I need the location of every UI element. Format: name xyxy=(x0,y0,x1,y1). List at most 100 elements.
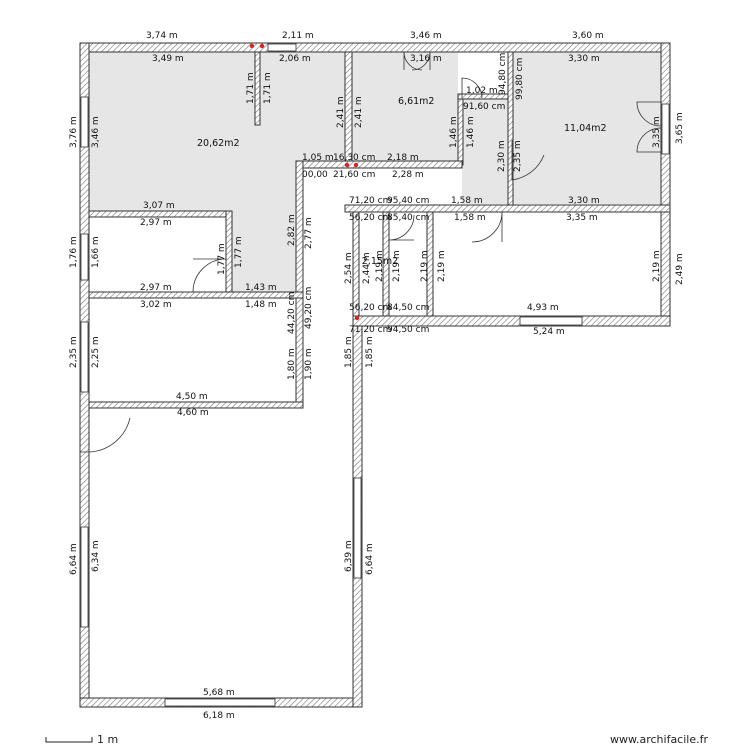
window-left-upper xyxy=(80,96,89,148)
door-small-room xyxy=(388,214,415,241)
dim-label: 2,19 m xyxy=(375,250,385,282)
dim-label: 3,16 m xyxy=(410,54,442,64)
dim-label: 2,30 m xyxy=(497,140,507,172)
corridor-floor xyxy=(462,98,508,204)
dim-label: 95,40 cm xyxy=(387,196,429,206)
dim-label: 1,71 m xyxy=(246,72,256,104)
dim-label: 2,35 m xyxy=(69,336,79,368)
dim-label: 3,60 m xyxy=(572,31,604,41)
dim-label: 2,25 m xyxy=(91,336,101,368)
wall-partition-right xyxy=(507,51,514,213)
dim-label: 49,20 cm xyxy=(304,287,314,329)
dim-label: 2,41 m xyxy=(354,96,364,128)
dim-label: 2,19 m xyxy=(392,250,402,282)
dim-label: 6,64 m xyxy=(69,543,79,575)
dim-label: 1,80 m xyxy=(287,348,297,380)
dim-label: 3,46 m xyxy=(91,116,101,148)
dim-label: 16,30 cm xyxy=(333,153,375,163)
dim-label: 1,71 m xyxy=(263,72,273,104)
windows xyxy=(80,43,670,707)
dim-label: 56,20 cm xyxy=(349,213,391,223)
dim-label: 2,19 m xyxy=(420,250,430,282)
dim-label: 2,49 m xyxy=(675,253,685,285)
dimensions-vertical: 3,76 m 3,46 m 1,71 m 1,71 m 2,41 m 2,41 … xyxy=(69,53,685,575)
door-top-middle xyxy=(403,51,431,71)
dim-label: 21,60 cm xyxy=(333,170,375,180)
area-living: 20,62m2 xyxy=(197,138,240,149)
wall-corridor-top xyxy=(457,93,509,100)
door-room-top-right xyxy=(511,140,545,181)
living-area-floor xyxy=(89,52,348,297)
floor-fills xyxy=(89,52,661,297)
door-bottom-right-room xyxy=(471,211,503,243)
door-left-room xyxy=(192,258,227,293)
window-bottom-right xyxy=(519,316,583,326)
scale-label: 1 m xyxy=(97,733,118,746)
dim-label: 2,06 m xyxy=(279,54,311,64)
marker-red-2 xyxy=(259,43,265,49)
window-right-lower-wing xyxy=(353,477,362,579)
dim-label: 6,64 m xyxy=(365,543,375,575)
room-top-middle-floor xyxy=(352,52,458,164)
dim-label: 3,02 m xyxy=(140,300,172,310)
brand-label: www.archifacile.fr xyxy=(610,733,708,746)
dim-label: 94,80 cm xyxy=(498,53,508,95)
wall-under-rooms-right xyxy=(344,204,671,213)
doors xyxy=(79,51,662,453)
dim-label: 1,76 m xyxy=(69,236,79,268)
wall-small-room-a xyxy=(382,211,390,317)
dim-label: 56,20 cm xyxy=(349,303,391,313)
wall-small-room-b xyxy=(426,211,434,317)
wall-partition-top-mid xyxy=(344,51,353,166)
dim-label: 2,11 m xyxy=(282,31,314,41)
room-top-right-floor xyxy=(512,52,661,204)
door-right-french xyxy=(636,101,662,153)
dim-label: 2,41 m xyxy=(336,96,346,128)
dim-label: 3,65 m xyxy=(675,112,685,144)
window-left-bottom xyxy=(80,526,89,628)
dim-label: 3,07 m xyxy=(143,201,175,211)
dim-label: 4,50 m xyxy=(176,392,208,402)
dim-label: 2,54 m xyxy=(344,252,354,284)
dim-label: 44,20 cm xyxy=(287,292,297,334)
area-top-middle: 6,61m2 xyxy=(398,96,434,107)
wall-small-room-left xyxy=(352,211,360,317)
dim-label: 3,35 m xyxy=(652,116,662,148)
marker-red-1 xyxy=(249,43,255,49)
dim-label: 84,50 cm xyxy=(387,303,429,313)
door-corridor xyxy=(461,77,483,99)
window-left-mid xyxy=(80,233,89,281)
dim-label: 2,77 m xyxy=(304,217,314,249)
wall-stub-top xyxy=(254,51,261,126)
dim-label: 6,18 m xyxy=(203,711,235,721)
dim-label: 2,19 m xyxy=(652,250,662,282)
window-right-room xyxy=(661,103,670,155)
dim-label: 1,43 m xyxy=(245,283,277,293)
dim-label: 1,02 m xyxy=(466,86,498,96)
dim-label: 4,93 m xyxy=(527,303,559,313)
markers xyxy=(249,43,360,321)
wall-living-step-v xyxy=(295,160,304,408)
wall-right-main xyxy=(660,42,671,327)
dimensions-horizontal: 3,74 m 3,49 m 2,11 m 2,06 m 3,46 m 3,16 … xyxy=(140,31,604,721)
area-small: 2,15m2 xyxy=(362,256,398,267)
dim-label: 2,18 m xyxy=(387,153,419,163)
wall-top xyxy=(79,42,671,53)
dim-label: 85,40 cm xyxy=(387,213,429,223)
dim-label: 3,30 m xyxy=(568,54,600,64)
dim-label: 1,85 m xyxy=(344,336,354,368)
dim-label: 94,50 cm xyxy=(387,325,429,335)
dim-label: 3,46 m xyxy=(410,31,442,41)
dim-label: 1,90 m xyxy=(304,348,314,380)
footer: 1 m www.archifacile.fr xyxy=(45,733,708,746)
wall-left-room-top xyxy=(88,210,233,218)
scale-bar xyxy=(45,737,93,743)
wall-lower-room-bottom xyxy=(88,401,304,409)
dim-label: 71,20 cm xyxy=(349,325,391,335)
wall-bottom-right xyxy=(352,315,671,327)
dim-label: 5,24 m xyxy=(533,327,565,337)
wall-left-room-bottom xyxy=(88,291,304,299)
dim-label: 2,44 m xyxy=(362,252,372,284)
dim-label: 2,28 m xyxy=(392,170,424,180)
